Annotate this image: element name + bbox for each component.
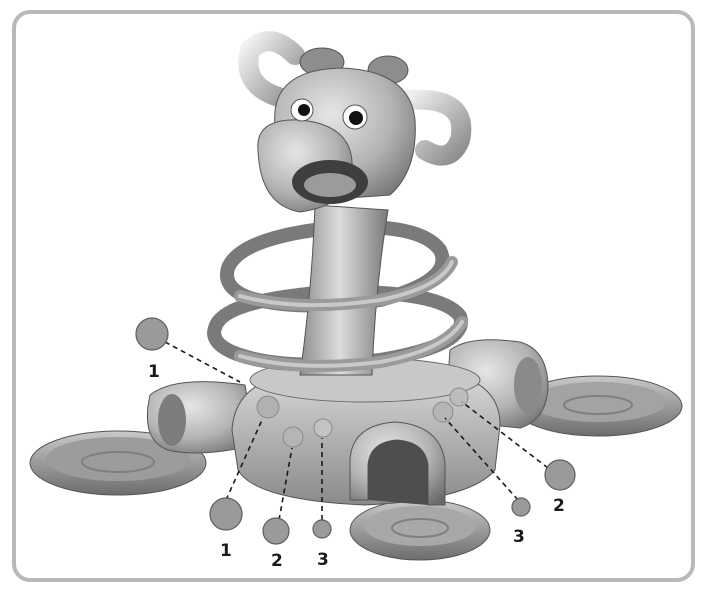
callout-marker: [545, 460, 575, 490]
front-arch: [350, 422, 445, 505]
callout-marker: [263, 518, 289, 544]
callout-number: 3: [513, 527, 525, 547]
callout-marker: [512, 498, 530, 516]
callout-number: 2: [271, 551, 283, 571]
callout-marker: [136, 318, 168, 350]
callout-number: 3: [317, 550, 329, 570]
callout-marker: [210, 498, 242, 530]
callout-number: 1: [220, 541, 232, 561]
callout-number: 1: [148, 362, 160, 382]
front-tray: [350, 500, 490, 560]
callout-marker: [313, 520, 331, 538]
head: [248, 41, 461, 212]
callout-number: 2: [553, 496, 565, 516]
